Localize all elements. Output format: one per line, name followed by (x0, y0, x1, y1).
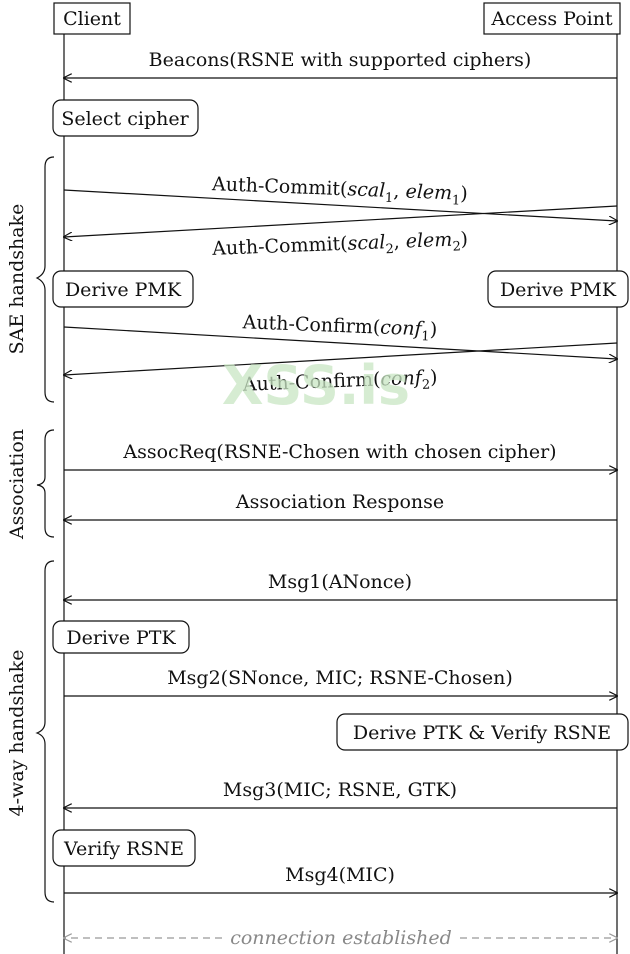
msg3-label: Msg3(MIC; RSNE, GTK) (223, 779, 457, 801)
auth-confirm-ap-arrow (64, 342, 618, 375)
verify-rsne-label: Verify RSNE (63, 838, 184, 860)
access-point-label: Access Point (490, 8, 613, 30)
association-phase-label: Association (6, 429, 28, 540)
assoc-req-label: AssocReq(RSNE-Chosen with chosen cipher) (122, 441, 556, 463)
msg4-label: Msg4(MIC) (285, 864, 395, 886)
client-header: Client (53, 2, 131, 35)
derive-ptk-label: Derive PTK (66, 627, 176, 649)
sae-brace (35, 156, 55, 403)
msg1-label: Msg1(ANonce) (268, 571, 412, 593)
beacons-label: Beacons(RSNE with supported ciphers) (149, 49, 532, 71)
client-derive-pmk-box: Derive PMK (52, 270, 194, 308)
auth-confirm-client-label-group: Auth-Confirm(conf1) (241, 311, 438, 344)
auth-commit-ap-label: Auth-Commit(scal2, elem2) (211, 228, 469, 264)
watermark-logo: XSS.is (222, 354, 410, 417)
client-derive-pmk-label: Derive PMK (65, 279, 182, 301)
sae-phase-label: SAE handshake (6, 204, 28, 355)
auth-commit-client-arrow (63, 189, 617, 221)
derive-ptk-verify-box: Derive PTK & Verify RSNE (336, 713, 629, 751)
ap-derive-pmk-label: Derive PMK (500, 279, 617, 301)
association-brace (36, 429, 55, 538)
four-way-phase-label: 4-way handshake (6, 650, 28, 817)
verify-rsne-box: Verify RSNE (52, 829, 196, 867)
auth-commit-client-label: Auth-Commit(scal1, elem1) (211, 173, 469, 209)
access-point-header: Access Point (483, 2, 621, 35)
auth-commit-ap-arrow (64, 205, 618, 237)
auth-confirm-ap-label-group: Auth-Confirm(conf2) (241, 366, 438, 399)
connection-established-label: connection established (230, 927, 452, 949)
derive-ptk-verify-label: Derive PTK & Verify RSNE (353, 722, 611, 744)
msg2-label: Msg2(SNonce, MIC; RSNE-Chosen) (167, 667, 513, 689)
ap-derive-pmk-box: Derive PMK (487, 270, 629, 308)
four-way-brace (35, 560, 55, 903)
auth-confirm-client-label: Auth-Confirm(conf1) (241, 311, 438, 344)
select-cipher-label: Select cipher (61, 108, 189, 130)
client-label: Client (63, 8, 121, 30)
auth-commit-ap-label-group: Auth-Commit(scal2, elem2) (211, 228, 469, 264)
assoc-resp-label: Association Response (235, 491, 444, 513)
auth-confirm-ap-label: Auth-Confirm(conf2) (241, 366, 438, 399)
auth-commit-client-label-group: Auth-Commit(scal1, elem1) (211, 173, 469, 209)
derive-ptk-box: Derive PTK (52, 620, 190, 654)
auth-confirm-client-arrow (63, 326, 617, 359)
select-cipher-box: Select cipher (52, 99, 199, 137)
